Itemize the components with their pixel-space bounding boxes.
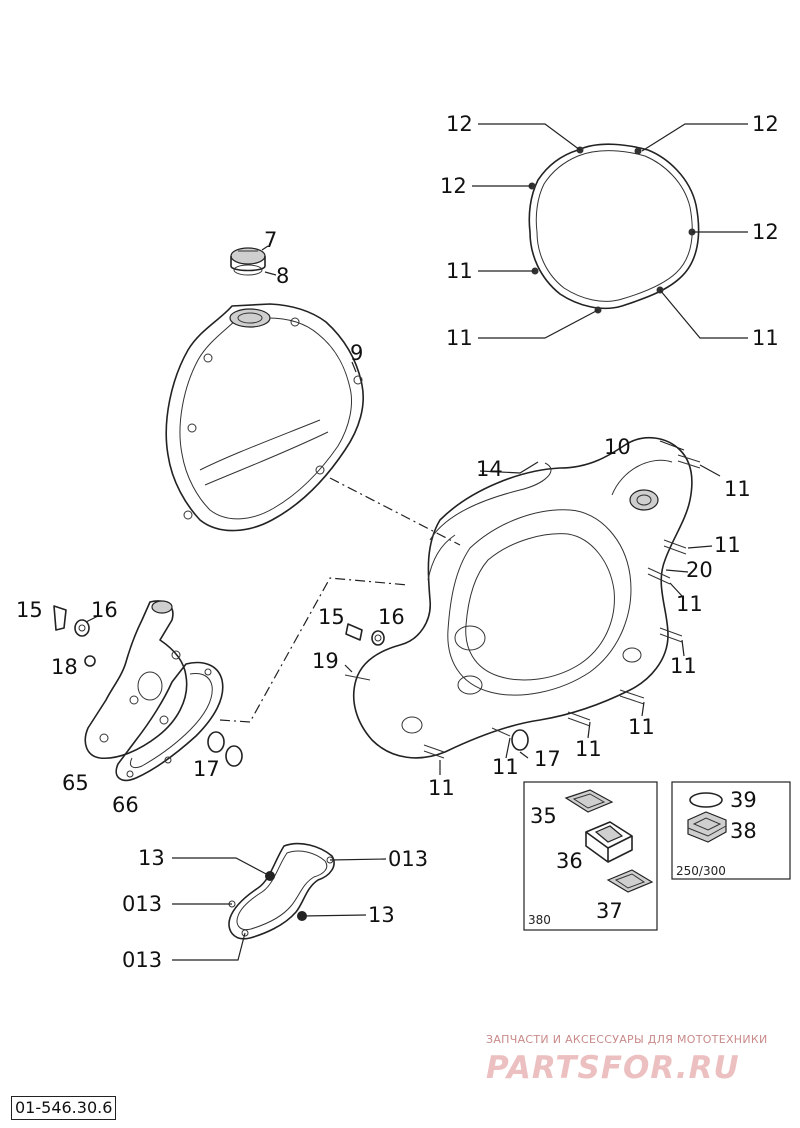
gasket-hole	[634, 147, 642, 155]
callout-7: 7	[264, 228, 277, 252]
callout-36: 36	[556, 849, 583, 873]
callout-11: 11	[724, 477, 751, 501]
callout-11: 11	[752, 326, 779, 350]
document-number: 01-546.30.6	[11, 1096, 117, 1120]
callout-13: 13	[138, 846, 165, 870]
callout-12: 12	[752, 112, 779, 136]
callout-19: 19	[312, 649, 339, 673]
callout-39: 39	[730, 788, 757, 812]
callout-013: 013	[122, 948, 162, 972]
callout-11: 11	[575, 737, 602, 761]
inset-250-300: 39 38 250/300	[671, 781, 791, 880]
inset-caption-380: 380	[528, 913, 551, 927]
inset-380: 35 36 37 380	[523, 781, 658, 931]
callout-12: 12	[752, 220, 779, 244]
callout-11: 11	[670, 654, 697, 678]
watermark: ЗАПЧАСТИ И АКСЕССУАРЫ ДЛЯ МОТОТЕХНИКИ PA…	[486, 1033, 786, 1086]
callout-66: 66	[112, 793, 139, 817]
callout-20: 20	[686, 558, 713, 582]
callout-11: 11	[714, 533, 741, 557]
callout-17: 17	[193, 757, 220, 781]
callout-9: 9	[350, 341, 363, 365]
callout-11: 11	[446, 259, 473, 283]
crankcase-cover: 10 14 11 11 20 11 11 11 11 17 11 15 16 1…	[312, 435, 751, 800]
callout-15: 15	[318, 605, 345, 629]
callout-11: 11	[446, 326, 473, 350]
callout-18: 18	[51, 655, 78, 679]
callout-11: 11	[492, 755, 519, 779]
callout-11: 11	[628, 715, 655, 739]
assembly-line	[219, 577, 409, 723]
assembly-line	[329, 477, 461, 546]
callout-37: 37	[596, 899, 623, 923]
clutch-cover-gasket: 12 12 12 12 11 11 11	[440, 112, 779, 350]
callout-013: 013	[122, 892, 162, 916]
watermark-logo: PARTSFOR.RU	[486, 1050, 740, 1086]
callout-11: 11	[676, 592, 703, 616]
callout-16: 16	[378, 605, 405, 629]
callout-12: 12	[446, 112, 473, 136]
callout-15: 15	[16, 598, 43, 622]
callout-65: 65	[62, 771, 89, 795]
outer-clutch-cover: 9	[165, 303, 364, 532]
callout-8: 8	[276, 264, 289, 288]
oil-filler-plug: 7 8	[230, 228, 289, 288]
inset-caption-250-300: 250/300	[676, 864, 726, 878]
callout-11: 11	[428, 776, 455, 800]
callout-12: 12	[440, 174, 467, 198]
callout-14: 14	[476, 457, 503, 481]
watermark-tagline: ЗАПЧАСТИ И АКСЕССУАРЫ ДЛЯ МОТОТЕХНИКИ	[486, 1033, 768, 1046]
water-pump-cover: 15 16 18 17 65 66	[16, 598, 243, 817]
water-pump-gasket: 13 013 013 13 013	[122, 842, 428, 972]
callout-10: 10	[604, 435, 631, 459]
callout-13: 13	[368, 903, 395, 927]
callout-16: 16	[91, 598, 118, 622]
callout-17: 17	[534, 747, 561, 771]
callout-013: 013	[388, 847, 428, 871]
callout-38: 38	[730, 819, 757, 843]
callout-35: 35	[530, 804, 557, 828]
